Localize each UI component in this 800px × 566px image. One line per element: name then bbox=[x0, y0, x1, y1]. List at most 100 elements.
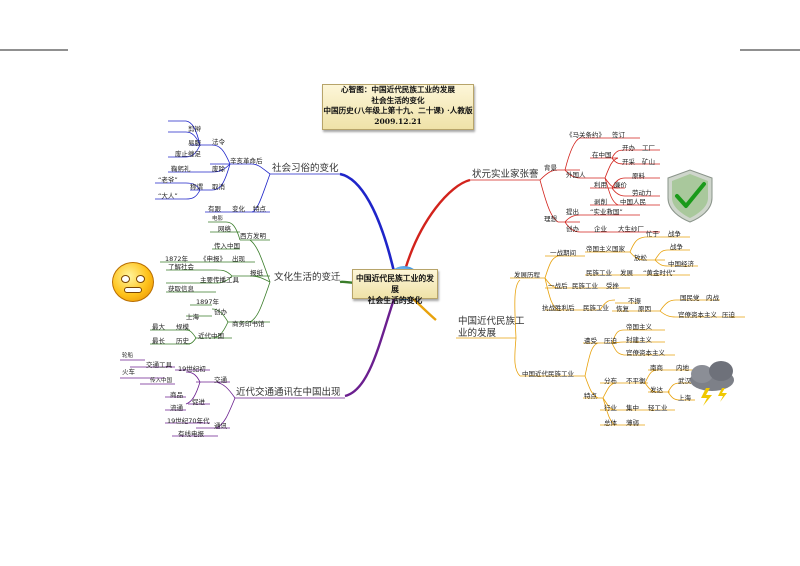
node-trade[interactable]: 行业 bbox=[604, 404, 617, 412]
node-cut-hair[interactable]: 剪辫 bbox=[188, 125, 201, 133]
node-in-china[interactable]: 在中国 bbox=[592, 151, 612, 159]
node-telecom[interactable]: 通讯 bbox=[214, 422, 227, 430]
node-treaty[interactable]: 《马关条约》 bbox=[566, 131, 605, 139]
node-relax[interactable]: 放松 bbox=[634, 254, 647, 262]
node-late-19[interactable]: 19世纪初 bbox=[178, 365, 206, 373]
node-inland[interactable]: 内地 bbox=[676, 364, 689, 372]
node-after-ind[interactable]: 民族工业 bbox=[572, 282, 598, 290]
node-war[interactable]: 战争 bbox=[668, 230, 681, 238]
node-open-factory[interactable]: 开办 bbox=[622, 144, 635, 152]
node-oldest[interactable]: 最长 bbox=[152, 337, 165, 345]
node-features[interactable]: 特点 bbox=[584, 392, 597, 400]
node-coast[interactable]: 南商 bbox=[650, 364, 663, 372]
node-bureau-press[interactable]: 压迫 bbox=[722, 311, 735, 319]
branch-culture[interactable]: 文化生活的变迁 bbox=[274, 272, 341, 283]
branch-industry[interactable]: 中国近代民族工业的发展 bbox=[458, 316, 525, 339]
node-train[interactable]: 火车 bbox=[122, 368, 135, 376]
node-major-tool[interactable]: 主要传播工具 bbox=[200, 276, 239, 284]
node-busy[interactable]: 忙于 bbox=[646, 230, 659, 238]
node-mine[interactable]: 矿山 bbox=[642, 158, 655, 166]
node-tool[interactable]: 交通工具 bbox=[146, 361, 172, 369]
node-reason[interactable]: 原因 bbox=[638, 305, 651, 313]
node-nat-industry[interactable]: 民族工业 bbox=[586, 269, 612, 277]
node-factory[interactable]: 工厂 bbox=[642, 144, 655, 152]
node-call[interactable]: 称谓 bbox=[190, 183, 203, 191]
node-open-mine[interactable]: 开采 bbox=[622, 158, 635, 166]
node-appear[interactable]: 出现 bbox=[232, 255, 245, 263]
node-history-course[interactable]: 发展历程 bbox=[514, 271, 540, 279]
node-overall[interactable]: 总体 bbox=[604, 419, 617, 427]
node-develop[interactable]: 发展 bbox=[620, 269, 633, 277]
node-people[interactable]: 中国人民 bbox=[620, 198, 646, 206]
node-feudal[interactable]: 封建主义 bbox=[626, 336, 652, 344]
node-found[interactable]: 创办 bbox=[214, 308, 227, 316]
node-developed[interactable]: 发达 bbox=[650, 386, 663, 394]
node-bow[interactable]: 鞠躬礼 bbox=[171, 165, 191, 173]
node-oppress[interactable]: 压迫 bbox=[604, 337, 617, 345]
node-golden[interactable]: “黄金时代” bbox=[643, 269, 676, 277]
node-weak[interactable]: 薄弱 bbox=[626, 419, 639, 427]
node-uneven[interactable]: 不平衡 bbox=[626, 377, 646, 385]
node-goods[interactable]: 商品 bbox=[170, 391, 183, 399]
node-year-1897[interactable]: 1897年 bbox=[196, 298, 220, 306]
node-year-1872[interactable]: 1872年 bbox=[165, 255, 189, 263]
node-yes[interactable]: 有跟 bbox=[208, 205, 221, 213]
node-newspaper[interactable]: 报纸 bbox=[250, 269, 263, 277]
node-imperialist[interactable]: 帝国主义国家 bbox=[586, 245, 625, 253]
node-electric-film[interactable]: 电影 bbox=[212, 216, 224, 222]
central-topic[interactable]: 中国近代民族工业的发展 社会生活的变化 bbox=[352, 269, 438, 305]
node-enterprise[interactable]: 企业 bbox=[594, 225, 607, 233]
node-ship[interactable]: 轮船 bbox=[122, 353, 134, 359]
node-receive[interactable]: 遭受 bbox=[584, 337, 597, 345]
node-slogan[interactable]: “实业救国” bbox=[590, 208, 623, 216]
node-background[interactable]: 背景 bbox=[544, 164, 557, 172]
node-history[interactable]: 历史 bbox=[176, 337, 189, 345]
node-concentrate[interactable]: 集中 bbox=[626, 404, 639, 412]
node-ind2[interactable]: 民族工业 bbox=[583, 304, 609, 312]
node-old-master[interactable]: “老爷” bbox=[158, 176, 178, 184]
node-bur2[interactable]: 官僚资本主义 bbox=[626, 349, 665, 357]
node-foreigner[interactable]: 外国人 bbox=[566, 171, 586, 179]
node-ideal[interactable]: 理想 bbox=[544, 215, 557, 223]
node-kmt[interactable]: 国民党 bbox=[680, 294, 700, 302]
node-use[interactable]: 利用 bbox=[594, 181, 607, 189]
node-labor[interactable]: 劳动力 bbox=[632, 189, 652, 197]
node-economy[interactable]: 中国经济 bbox=[668, 260, 694, 268]
node-after-ww1[interactable]: 一战后 bbox=[548, 282, 568, 290]
node-scale[interactable]: 规模 bbox=[176, 323, 189, 331]
node-press[interactable]: 商务印书馆 bbox=[232, 320, 265, 328]
node-cheap[interactable]: 廉价 bbox=[614, 181, 627, 189]
node-abolish[interactable]: 废除 bbox=[212, 165, 225, 173]
node-ww1[interactable]: 一战期间 bbox=[550, 249, 576, 257]
node-anti-japan[interactable]: 抗战胜利后 bbox=[542, 304, 575, 312]
node-sign[interactable]: 签订 bbox=[612, 131, 625, 139]
node-suffer[interactable]: 受挫 bbox=[606, 282, 619, 290]
node-abolish-kneel[interactable]: 废止缠足 bbox=[175, 150, 201, 158]
node-exploit[interactable]: 剥削 bbox=[594, 198, 607, 206]
node-wire[interactable]: 有线电报 bbox=[178, 430, 204, 438]
node-wuhan[interactable]: 武汉 bbox=[678, 377, 691, 385]
node-feature[interactable]: 特点 bbox=[253, 205, 266, 213]
node-distribution[interactable]: 分布 bbox=[604, 377, 617, 385]
node-get-info[interactable]: 获取信息 bbox=[168, 285, 194, 293]
node-ind-shanghai[interactable]: 上海 bbox=[678, 394, 691, 402]
node-promote[interactable]: 促进 bbox=[192, 398, 205, 406]
node-uniform[interactable]: 易服 bbox=[188, 139, 201, 147]
node-cancel[interactable]: 取消 bbox=[212, 183, 225, 191]
node-law[interactable]: 法令 bbox=[212, 138, 225, 146]
node-revolution[interactable]: 辛亥革命后 bbox=[230, 157, 263, 165]
node-civil[interactable]: 内战 bbox=[706, 294, 719, 302]
node-1870s[interactable]: 19世纪70年代 bbox=[167, 417, 210, 425]
node-create[interactable]: 创办 bbox=[566, 225, 579, 233]
node-da-ren[interactable]: “大人” bbox=[158, 192, 178, 200]
branch-zhuangyuan[interactable]: 状元实业家张謇 bbox=[472, 169, 539, 180]
node-largest[interactable]: 最大 bbox=[152, 323, 165, 331]
node-west-invent[interactable]: 西方发明 bbox=[240, 232, 266, 240]
node-dasheng[interactable]: 大生纱厂 bbox=[618, 225, 644, 233]
node-change[interactable]: 变化 bbox=[232, 205, 245, 213]
node-bureau[interactable]: 官僚资本主义 bbox=[678, 311, 717, 319]
branch-transport[interactable]: 近代交通通讯在中国出现 bbox=[236, 387, 341, 398]
node-modern-ind[interactable]: 中国近代民族工业 bbox=[522, 370, 574, 378]
node-shen-bao[interactable]: 《申报》 bbox=[200, 255, 226, 263]
node-imp[interactable]: 帝国主义 bbox=[626, 323, 652, 331]
